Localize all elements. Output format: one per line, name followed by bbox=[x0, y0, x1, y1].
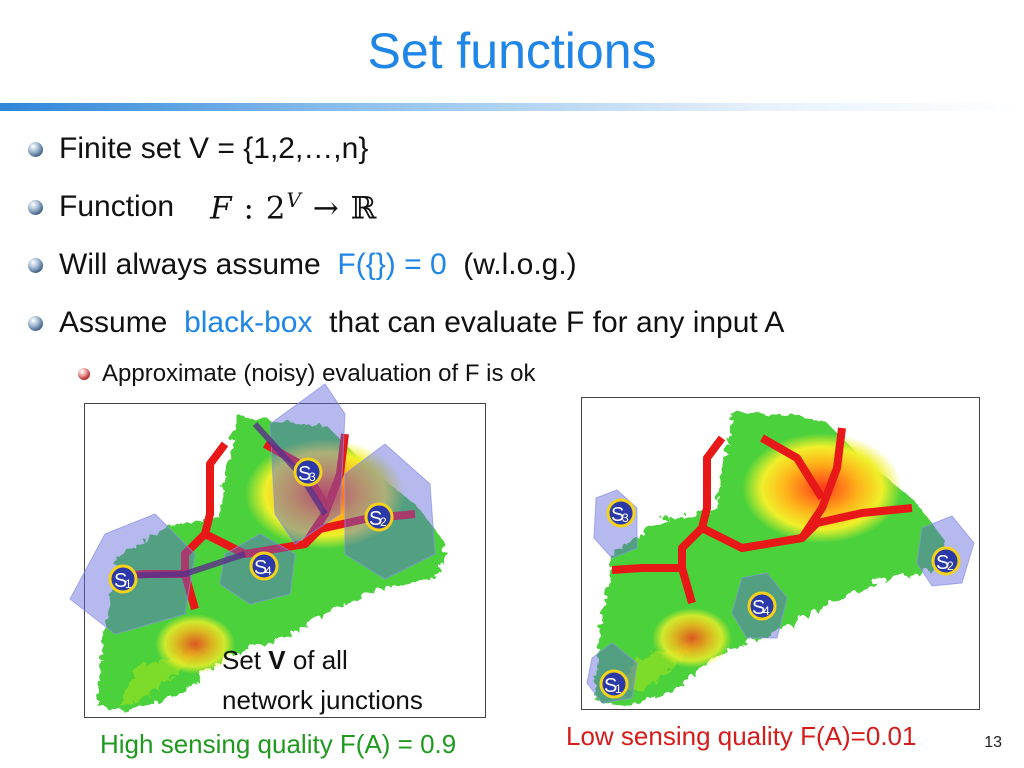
sensor-markers: S 1 S 2 S 3 S 4 bbox=[599, 498, 961, 699]
note-line-2: network junctions bbox=[222, 685, 423, 715]
sensor-index: 4 bbox=[265, 564, 272, 578]
bullet-dot-icon bbox=[28, 315, 43, 331]
sensor-label: S bbox=[369, 508, 382, 530]
heat-zone bbox=[155, 614, 235, 674]
sensor-label: S bbox=[611, 504, 624, 526]
sensor-markers: S 1 S 2 S 3 S 4 bbox=[108, 457, 394, 594]
sensor-index: 4 bbox=[763, 604, 770, 618]
network-map-graphic: S 1 S 2 S 3 S 4 bbox=[586, 408, 975, 704]
sub-bullet-dot-icon bbox=[78, 368, 90, 380]
bullet-text-post: (w.l.o.g.) bbox=[454, 248, 577, 281]
slide-number: 13 bbox=[984, 734, 1002, 751]
sensor-label: S bbox=[114, 570, 127, 592]
network-junctions-note: Set V of all network junctions bbox=[222, 640, 423, 720]
bullet-text-pre: Assume bbox=[59, 306, 176, 339]
caption-low-quality: Low sensing quality F(A)=0.01 bbox=[566, 721, 917, 751]
heat-zone bbox=[742, 433, 902, 543]
bullet-assume-zero: Will always assume F({}) = 0 (w.l.o.g.) bbox=[28, 236, 1008, 294]
title-divider bbox=[0, 103, 1024, 111]
caption-high-quality: High sensing quality F(A) = 0.9 bbox=[100, 729, 457, 759]
sensor-s1[interactable]: S 1 bbox=[108, 564, 138, 594]
sensor-s3[interactable]: S 3 bbox=[293, 457, 323, 487]
network-map-high-quality: S 1 S 2 S 3 S 4 bbox=[69, 383, 486, 718]
bullet-black-box: Assume black-box that can evaluate F for… bbox=[28, 294, 1008, 352]
bullet-text-highlight: black-box bbox=[184, 306, 313, 339]
bullet-text-post: that can evaluate F for any input A bbox=[320, 306, 785, 339]
sensor-label: S bbox=[936, 552, 949, 574]
sensor-label: S bbox=[604, 675, 617, 697]
bullet-finite-set: Finite set V = {1,2,…,n} bbox=[28, 120, 1008, 178]
bullet-text: Will always assume F({}) = 0 (w.l.o.g.) bbox=[59, 248, 577, 282]
bullet-text: Finite set V = {1,2,…,n} bbox=[59, 132, 369, 165]
note-line-1: Set V of all bbox=[222, 640, 423, 680]
formula-colon: : 2 bbox=[232, 190, 287, 227]
formula-reals: ℝ bbox=[350, 190, 378, 227]
sensor-index: 1 bbox=[615, 682, 622, 696]
sub-bullet-noisy: Approximate (noisy) evaluation of F is o… bbox=[78, 352, 1008, 396]
bullet-text: Function bbox=[59, 190, 175, 223]
sensor-label: S bbox=[254, 557, 267, 579]
network-map-graphic: S 1 S 2 S 3 S 4 bbox=[69, 383, 445, 709]
sub-bullet-text: Approximate (noisy) evaluation of F is o… bbox=[102, 360, 536, 387]
sensor-label: S bbox=[298, 463, 311, 485]
sensor-label: S bbox=[752, 597, 765, 619]
sensor-index: 2 bbox=[380, 515, 387, 529]
note-text: of all bbox=[285, 645, 348, 675]
sensor-index: 3 bbox=[309, 470, 316, 484]
heat-zone bbox=[652, 608, 732, 668]
bullet-dot-icon bbox=[28, 199, 43, 215]
sensor-s1[interactable]: S 1 bbox=[599, 669, 629, 699]
formula-F: F bbox=[210, 190, 233, 227]
sensor-s4[interactable]: S 4 bbox=[249, 551, 279, 581]
sensor-s4[interactable]: S 4 bbox=[747, 591, 777, 621]
bullet-dot-icon bbox=[28, 257, 43, 273]
bullet-text: Assume black-box that can evaluate F for… bbox=[59, 306, 784, 340]
sensor-index: 1 bbox=[125, 577, 132, 591]
sensor-index: 3 bbox=[622, 511, 629, 525]
note-bold: V bbox=[268, 645, 286, 675]
formula-arrow: → bbox=[301, 190, 351, 227]
bullet-dot-icon bbox=[28, 141, 43, 157]
slide-title: Set functions bbox=[367, 23, 657, 79]
network-map-low-quality: S 1 S 2 S 3 S 4 bbox=[581, 397, 980, 710]
pipe-network bbox=[611, 427, 913, 605]
sensor-s2[interactable]: S 2 bbox=[931, 546, 961, 576]
bullet-text-highlight: F({}) = 0 bbox=[337, 248, 447, 281]
formula-exponent: V bbox=[286, 187, 302, 212]
sensor-s2[interactable]: S 2 bbox=[364, 502, 394, 532]
function-formula: F : 2V → ℝ bbox=[210, 188, 377, 226]
sensor-s3[interactable]: S 3 bbox=[606, 498, 636, 528]
bullet-list: Finite set V = {1,2,…,n} Function F : 2V… bbox=[28, 120, 1008, 396]
bullet-text-pre: Will always assume bbox=[59, 248, 330, 281]
bullet-function: Function F : 2V → ℝ bbox=[28, 178, 1008, 236]
note-text: Set bbox=[222, 645, 269, 675]
sensor-index: 2 bbox=[947, 559, 954, 573]
